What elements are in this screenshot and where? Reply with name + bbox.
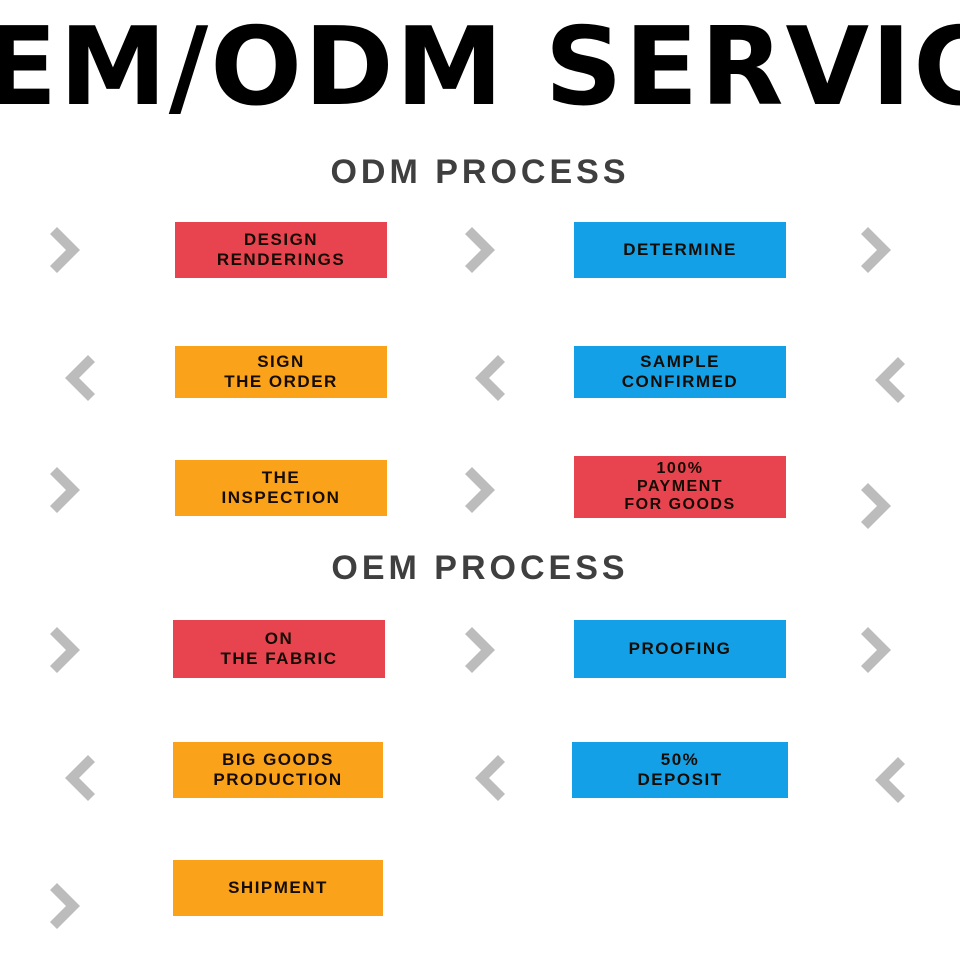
process-box-label-line: THE ORDER: [224, 372, 338, 391]
process-box-label: SHIPMENT: [179, 878, 377, 898]
chevron-right-icon: [47, 880, 93, 932]
chevron-left-icon: [52, 752, 98, 804]
banner: OEM/ODM SERVICE: [0, 0, 960, 140]
process-box-shipment[interactable]: SHIPMENT: [173, 860, 383, 916]
process-box-label: PROOFING: [580, 639, 780, 659]
chevron-right-icon: [47, 624, 93, 676]
chevron-right-icon: [462, 224, 508, 276]
chevron-right-icon: [47, 464, 93, 516]
process-box-label-line: SHIPMENT: [228, 878, 328, 897]
section-heading-oem: OEM PROCESS: [331, 549, 629, 587]
chevron-right-icon: [462, 464, 508, 516]
process-box-label-line: SIGN: [257, 352, 305, 371]
page-title: OEM/ODM SERVICE: [0, 5, 960, 130]
chevron-right-icon: [462, 624, 508, 676]
chevron-left-icon: [862, 354, 908, 406]
process-box-label: DETERMINE: [580, 240, 780, 260]
chevron-right-icon: [858, 224, 904, 276]
process-box-proofing[interactable]: PROOFING: [574, 620, 786, 678]
process-row-oem-3: SHIPMENT: [0, 832, 960, 952]
chevron-right-icon: [47, 224, 93, 276]
process-box-label-line: PAYMENT: [636, 478, 724, 495]
process-box-label-line: 50%: [660, 750, 700, 769]
chevron-left-icon: [862, 754, 908, 806]
chevron-right-icon: [858, 480, 904, 532]
process-box-determine[interactable]: DETERMINE: [574, 222, 786, 278]
process-box-label: 50%DEPOSIT: [578, 750, 782, 790]
process-box-label-line: DESIGN: [243, 230, 319, 249]
process-box-label-line: PRODUCTION: [213, 770, 343, 789]
chevron-left-icon: [462, 352, 508, 404]
process-box-label-line: RENDERINGS: [216, 250, 346, 269]
process-box-label-line: FOR GOODS: [624, 496, 736, 513]
chevron-left-icon: [52, 352, 98, 404]
process-box-label-line: DETERMINE: [623, 240, 737, 259]
process-box-50-percent-deposit[interactable]: 50%DEPOSIT: [572, 742, 788, 798]
chevron-right-icon: [858, 624, 904, 676]
process-box-label-line: CONFIRMED: [621, 372, 739, 391]
section-heading-odm: ODM PROCESS: [330, 153, 630, 191]
process-box-label-line: SAMPLE: [640, 352, 720, 371]
process-box-label-line: PROOFING: [628, 639, 732, 658]
process-box-label-line: INSPECTION: [221, 488, 341, 507]
process-box-label-line: ON: [264, 629, 294, 648]
process-box-label-line: DEPOSIT: [637, 770, 723, 789]
process-box-label-line: BIG GOODS: [222, 750, 334, 769]
process-box-label-line: 100%: [656, 460, 704, 477]
chevron-left-icon: [462, 752, 508, 804]
process-box-label-line: THE: [261, 468, 301, 487]
process-box-label-line: THE FABRIC: [220, 649, 338, 668]
